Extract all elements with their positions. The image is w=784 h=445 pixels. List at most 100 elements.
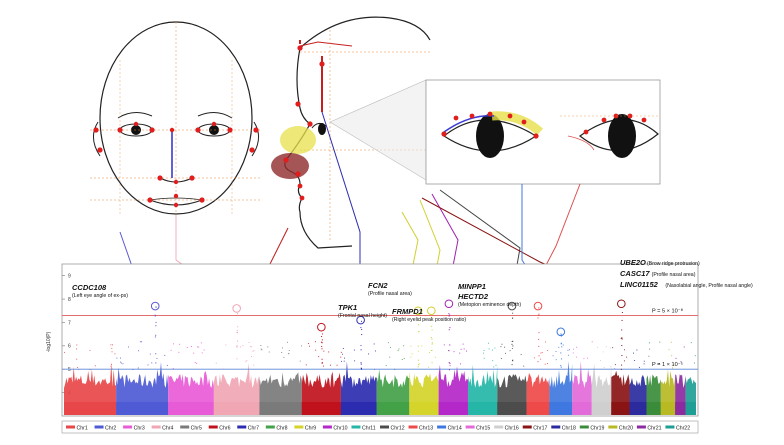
legend-swatch [151,425,161,429]
legend-item-chr20: Chr20 [608,425,633,431]
chromosome-column-chr13 [526,341,550,415]
annotation-casc17: CASC17(Profile nasal area) [620,269,696,278]
legend-item-chr3: Chr3 [123,425,145,431]
gene-name: MINPP1 [458,282,486,291]
locus-marker [556,327,566,337]
legend-item-chr9: Chr9 [294,425,316,431]
legend-label: Chr12 [391,425,405,431]
annotation-tpk1: TPK1(Frontal nasal height) [338,303,387,319]
legend-swatch [66,425,75,429]
y-axis-label: -log10(P) [46,331,52,352]
annotation-ccdc108: CCDC108(Left eye angle of ex-ps) [72,283,128,299]
gene-name: HECTD2 [458,292,489,301]
chromosome-column-chr1 [64,344,117,415]
legend-item-chr12: Chr12 [380,425,405,431]
gene-name: LINC01152 [620,280,659,289]
legend-swatch [465,425,475,429]
chromosome-column-chr3 [168,342,214,415]
chromosome-column-chr21 [675,346,686,415]
gene-trait: (Brow ridge protrusion) [647,261,700,267]
legend-swatch [522,425,532,429]
legend-label: Chr21 [647,425,661,431]
annotated-locus-marker [413,306,423,316]
legend-item-chr7: Chr7 [237,425,259,431]
legend-item-chr22: Chr22 [665,425,690,431]
locus-marker [317,322,326,332]
legend-item-chr15: Chr15 [465,425,490,431]
chromosome-column-chr4 [213,342,260,415]
chromosome-column-chr10 [438,343,468,415]
legend-label: Chr3 [134,425,145,431]
legend-label: Chr5 [191,425,202,431]
chromosome-column-chr11 [467,342,498,415]
legend-swatch [636,425,646,429]
annotated-locus-marker [444,299,454,309]
manhattan-plot: -log10(P) 987654 P = 5 × 10⁻⁸P = 1 × 10⁻… [46,258,753,417]
threshold-label: P = 1 × 10⁻⁵ [652,361,683,368]
chromosome-legend: Chr1 Chr2 Chr3 Chr4 Chr5 Chr6 Chr7 Chr8 Chr9 Chr1… [61,420,699,434]
chromosome-column-chr16 [591,346,612,415]
legend-label: Chr8 [276,425,287,431]
legend-swatch [237,425,247,429]
brow-region-highlight [280,126,316,154]
legend-swatch [208,425,218,429]
legend-swatch [123,425,133,429]
locus-marker [232,304,241,313]
legend-item-chr10: Chr10 [322,425,348,431]
legend-swatch [579,425,589,429]
eye-inset [425,79,661,185]
chromosome-column-chr12 [497,343,527,415]
legend-item-chr14: Chr14 [437,425,462,431]
y-tick-label: 9 [68,273,71,279]
legend-label: Chr22 [676,425,690,431]
locus-marker [507,301,517,311]
chromosome-column-chr2 [116,341,169,415]
nose-region-highlight [271,153,309,179]
gene-trait: (Profile nasal area) [652,272,696,278]
y-tick-label: 8 [68,297,71,303]
legend-label: Chr19 [590,425,604,431]
legend-label: Chr9 [305,425,316,431]
y-tick-label: 6 [68,344,71,350]
annotated-locus-marker [427,306,436,316]
chromosome-column-chr8 [376,342,410,415]
y-tick-label: 7 [68,320,71,326]
legend-label: Chr7 [248,425,259,431]
legend-swatch [322,425,332,429]
annotation-frmpd1: FRMPD1(Right eyelid peak position ratio) [392,307,466,323]
legend-label: Chr11 [362,425,376,431]
profile-face-diagram [271,16,431,249]
chromosome-column-chr22 [685,342,696,415]
legend-swatch [265,425,275,429]
left-iris [476,114,504,158]
chromosome-column-chr20 [660,341,676,415]
annotation-linc01152: LINC01152 (Nasolabial angle, Profile nasa… [620,280,753,289]
legend-item-chr8: Chr8 [265,425,288,431]
legend-item-chr13: Chr13 [408,425,433,431]
legend-swatch [665,425,675,429]
locus-marker [533,301,543,311]
chromosome-columns [64,341,696,415]
legend-label: Chr20 [619,425,633,431]
gene-name: TPK1 [338,303,357,312]
frontal-face-diagram [90,21,262,215]
legend-label: Chr15 [476,425,490,431]
legend-label: Chr6 [219,425,230,431]
chromosome-column-chr15 [572,341,593,415]
legend-label: Chr18 [562,425,576,431]
legend-label: Chr1 [77,425,88,431]
legend-item-chr6: Chr6 [208,425,231,431]
legend-label: Chr4 [162,425,173,431]
gene-trait: (Nasolabial angle, Profile nasal angle) [665,283,753,289]
legend-item-chr11: Chr11 [351,425,376,431]
legend-label: Chr10 [333,425,347,431]
legend-swatch [351,425,361,429]
legend-label: Chr16 [505,425,519,431]
chromosome-column-chr17 [611,347,630,415]
chromosome-column-chr19 [646,341,661,415]
legend-item-chr2: Chr2 [94,425,116,431]
legend-swatch [494,425,504,429]
legend-swatch [437,425,447,429]
annotated-locus-marker [356,315,365,325]
gene-name: UBE2O [620,258,646,267]
